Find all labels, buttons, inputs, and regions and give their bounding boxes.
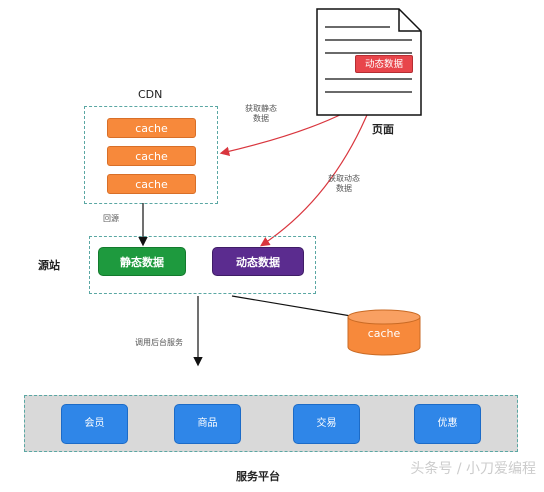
cdn-box <box>84 106 218 204</box>
platform-label: 服务平台 <box>236 470 280 483</box>
get-dynamic-label: 获取动态 数据 <box>328 174 360 193</box>
arrow-origin-to-cache <box>231 295 366 322</box>
cdn-cache-3: cache <box>107 174 196 194</box>
service-member: 会员 <box>61 404 128 444</box>
service-discount: 优惠 <box>414 404 481 444</box>
cdn-cache-2: cache <box>107 146 196 166</box>
service-trade: 交易 <box>293 404 360 444</box>
get-static-label: 获取静态 数据 <box>245 104 277 123</box>
cache-database-icon <box>347 309 421 356</box>
service-product: 商品 <box>174 404 241 444</box>
page-label: 页面 <box>372 123 394 136</box>
cache-database-label: cache <box>367 327 401 340</box>
dynamic-data-tag: 动态数据 <box>355 55 413 73</box>
dynamic-data-button: 动态数据 <box>212 247 304 276</box>
origin-box <box>89 236 316 294</box>
cdn-title: CDN <box>138 88 163 101</box>
call-backend-label: 调用后台服务 <box>135 338 183 347</box>
watermark: 头条号 / 小刀爱编程 <box>410 461 536 477</box>
static-data-button: 静态数据 <box>98 247 186 276</box>
cdn-cache-1: cache <box>107 118 196 138</box>
origin-label: 源站 <box>38 259 60 272</box>
back-to-origin-label: 回源 <box>103 214 119 223</box>
arrow-get-static <box>219 111 347 157</box>
